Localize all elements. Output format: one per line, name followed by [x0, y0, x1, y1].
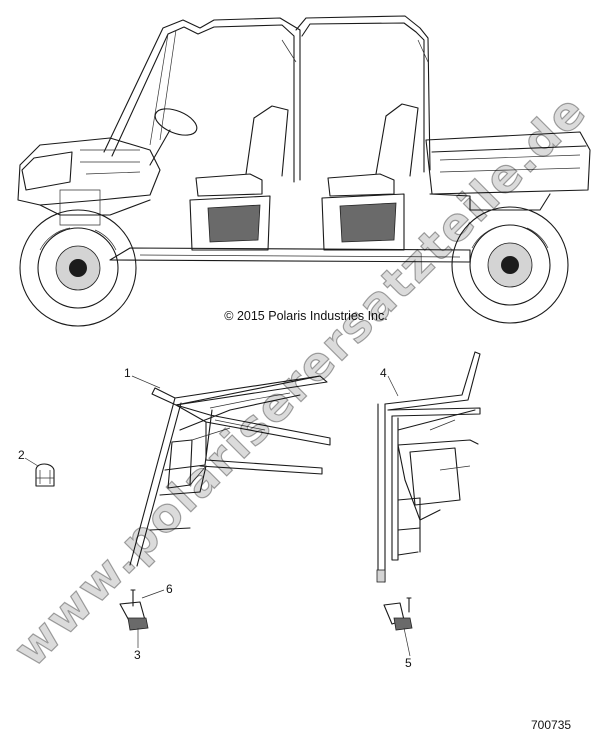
- bracket-part-left: [119, 589, 149, 631]
- bracket-part-right: [383, 597, 413, 631]
- vehicle-illustration: [17, 15, 591, 327]
- rear-cage-part: [376, 351, 481, 583]
- front-cage-part: [129, 375, 331, 567]
- copyright-text: © 2015 Polaris Industries Inc.: [224, 309, 388, 323]
- leader-lines: [24, 375, 411, 657]
- callout-2: 2: [18, 448, 25, 462]
- clip-part: [35, 463, 55, 487]
- diagram-id: 700735: [531, 718, 572, 732]
- callout-3: 3: [134, 648, 141, 662]
- callout-6: 6: [166, 582, 173, 596]
- callout-5: 5: [405, 656, 412, 670]
- callout-1: 1: [124, 366, 131, 380]
- callout-4: 4: [380, 366, 387, 380]
